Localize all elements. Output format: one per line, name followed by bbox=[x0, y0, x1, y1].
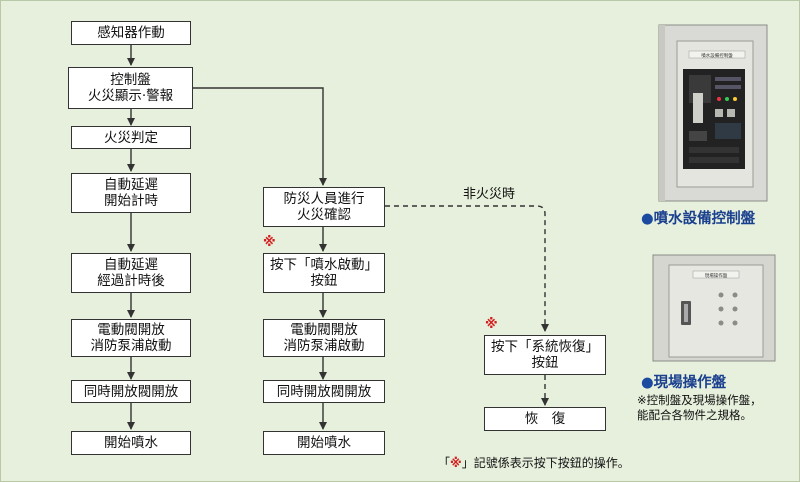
control-panel-name: ●噴水設備控制盤 bbox=[641, 207, 755, 228]
dashed-branch bbox=[385, 205, 549, 332]
step-detector-activated: 感知器作動 bbox=[71, 21, 191, 45]
field-panel-photo: 現場操作盤 bbox=[652, 254, 776, 362]
step-valve-pump-middle: 電動閥開放 消防泵浦啟動 bbox=[263, 319, 385, 357]
field-panel-name: ●現場操作盤 bbox=[641, 371, 726, 392]
legend-note: 「※」記號係表示按下按鈕的操作。 bbox=[438, 441, 630, 471]
legend-open-bracket: 「 bbox=[438, 456, 451, 470]
bullet-icon: ● bbox=[641, 375, 654, 391]
step-recovered: 恢 復 bbox=[484, 407, 606, 431]
button-mark-spray: ※ bbox=[263, 235, 276, 250]
step-press-recovery-button: 按下「系統恢復」 按鈕 bbox=[484, 335, 606, 375]
step-fire-judgment: 火災判定 bbox=[71, 126, 191, 149]
step-spray-start-middle: 開始噴水 bbox=[263, 431, 385, 455]
legend-text: 」記號係表示按下按鈕的操作。 bbox=[461, 456, 630, 470]
step-deluge-valve-middle: 同時開放閥開放 bbox=[263, 380, 385, 403]
step-delay-start: 自動延遲 開始計時 bbox=[71, 173, 191, 213]
legend-mark: ※ bbox=[450, 456, 462, 470]
branch-label-non-fire: 非火災時 bbox=[463, 187, 516, 202]
step-press-spray-button: 按下「噴水啟動」 按鈕 bbox=[263, 253, 385, 293]
step-deluge-valve-left: 同時開放閥開放 bbox=[71, 380, 191, 403]
step-valve-pump-left: 電動閥開放 消防泵浦啟動 bbox=[71, 319, 191, 357]
step-spray-start-left: 開始噴水 bbox=[71, 431, 191, 455]
button-mark-recovery: ※ bbox=[485, 317, 498, 332]
arrow-to-middle bbox=[193, 87, 327, 186]
control-panel-label: 噴水設備控制盤 bbox=[653, 211, 756, 227]
bullet-icon: ● bbox=[641, 211, 654, 227]
step-delay-elapsed: 自動延遲 經過計時後 bbox=[71, 253, 191, 293]
control-panel-photo: 噴水設備控制盤 bbox=[658, 24, 768, 202]
control-panel-plate-text: 噴水設備控制盤 bbox=[701, 52, 733, 59]
field-panel-label: 現場操作盤 bbox=[653, 375, 727, 391]
panel-spec-note: ※控制盤及現場操作盤， 能配合各物件之規格。 bbox=[637, 393, 762, 422]
field-panel-plate-text: 現場操作盤 bbox=[705, 272, 728, 279]
step-control-panel-alarm: 控制盤 火災顯示‧警報 bbox=[68, 67, 193, 109]
step-fire-confirmation: 防災人員進行 火災確認 bbox=[263, 187, 385, 227]
